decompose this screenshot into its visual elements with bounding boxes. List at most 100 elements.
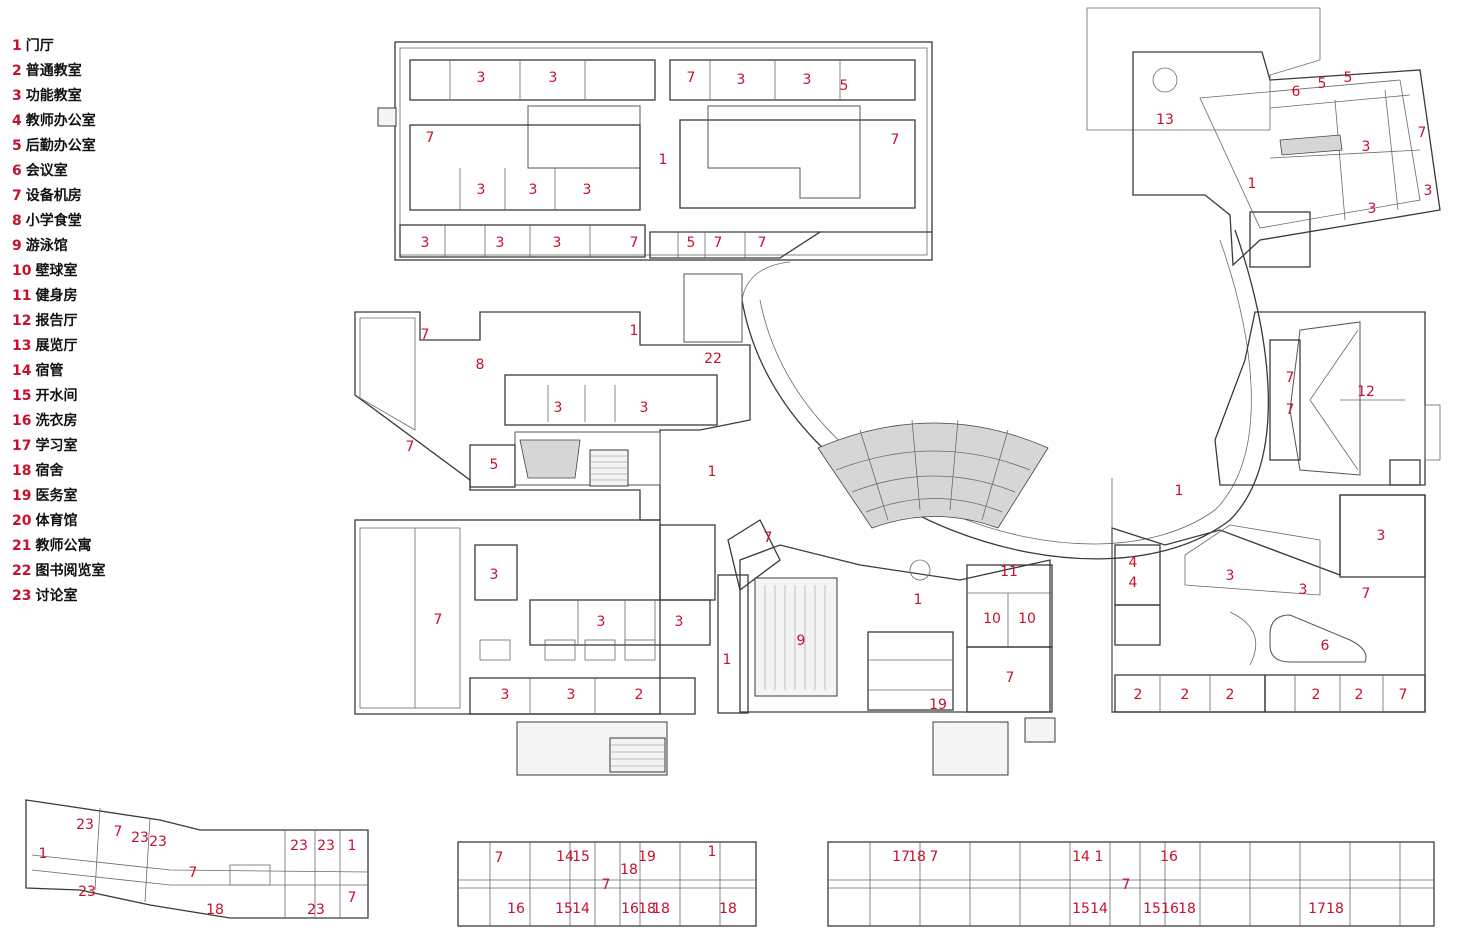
room-label: 7 — [758, 235, 767, 251]
room-label: 3 — [583, 182, 592, 198]
room-label: 1 — [914, 592, 923, 608]
room-label: 7 — [630, 235, 639, 251]
legend-label: 壁球室 — [35, 263, 78, 279]
room-label: 15 — [1143, 901, 1161, 917]
room-label: 13 — [1156, 112, 1174, 128]
legend-number: 19 — [12, 488, 32, 504]
room-label: 18 — [908, 849, 926, 865]
room-label: 3 — [501, 687, 510, 703]
room-label: 23 — [131, 830, 149, 846]
legend-number: 20 — [12, 513, 32, 529]
auditorium-block — [1214, 311, 1441, 486]
legend-number: 13 — [12, 338, 32, 354]
east-classroom-block — [1111, 478, 1426, 713]
room-label: 7 — [891, 132, 900, 148]
legend-label: 教师公寓 — [35, 538, 92, 554]
room-label: 4 — [1129, 555, 1138, 571]
room-label: 22 — [704, 351, 722, 367]
room-label: 14 — [1072, 849, 1090, 865]
legend-label: 普通教室 — [25, 63, 82, 79]
legend-number: 8 — [12, 213, 22, 229]
room-label: 5 — [1344, 70, 1353, 86]
room-label: 5 — [840, 78, 849, 94]
room-label: 18 — [620, 862, 638, 878]
west-dining-block — [354, 273, 751, 521]
room-label: 3 — [496, 235, 505, 251]
room-label: 5 — [687, 235, 696, 251]
legend-label: 开水间 — [35, 388, 78, 404]
room-label: 7 — [930, 849, 939, 865]
room-label: 7 — [1418, 125, 1427, 141]
room-label: 7 — [1006, 670, 1015, 686]
room-label: 18 — [652, 901, 670, 917]
legend-label: 宿管 — [35, 363, 64, 379]
room-label: 3 — [477, 182, 486, 198]
room-label: 15 — [572, 849, 590, 865]
room-label: 23 — [78, 884, 96, 900]
legend-number: 14 — [12, 363, 32, 379]
room-label: 3 — [1362, 139, 1371, 155]
legend-number: 6 — [12, 163, 22, 179]
room-label: 3 — [1226, 568, 1235, 584]
room-label: 18 — [1326, 901, 1344, 917]
room-label: 6 — [1321, 638, 1330, 654]
room-label: 2 — [635, 687, 644, 703]
legend-label: 学习室 — [35, 438, 78, 454]
room-label: 1 — [348, 838, 357, 854]
room-label: 16 — [507, 901, 525, 917]
room-label: 7 — [426, 130, 435, 146]
legend-number: 23 — [12, 588, 32, 604]
room-label: 14 — [556, 849, 574, 865]
legend-number: 5 — [12, 138, 22, 154]
legend-number: 4 — [12, 113, 22, 129]
room-label: 2 — [1312, 687, 1321, 703]
room-label: 2 — [1134, 687, 1143, 703]
legend-number: 9 — [12, 238, 22, 254]
dorm-block-large — [827, 841, 1435, 927]
room-label: 14 — [572, 901, 590, 917]
room-label: 9 — [797, 633, 806, 649]
room-label: 2 — [1226, 687, 1235, 703]
room-label: 3 — [1377, 528, 1386, 544]
room-label: 7 — [764, 530, 773, 546]
room-label: 7 — [348, 890, 357, 906]
room-label: 7 — [687, 70, 696, 86]
room-label: 3 — [675, 614, 684, 630]
room-label: 7 — [1399, 687, 1408, 703]
room-label: 18 — [1178, 901, 1196, 917]
room-label: 2 — [1355, 687, 1364, 703]
room-label: 1 — [723, 652, 732, 668]
room-label: 16 — [1160, 849, 1178, 865]
southwest-block — [354, 519, 781, 776]
legend-label: 设备机房 — [25, 188, 82, 204]
room-label: 12 — [1357, 384, 1375, 400]
room-label: 1 — [630, 323, 639, 339]
room-label: 3 — [1299, 582, 1308, 598]
room-label: 7 — [189, 865, 198, 881]
pool-block — [739, 544, 1056, 776]
room-label: 3 — [640, 400, 649, 416]
room-label: 23 — [317, 838, 335, 854]
room-label: 5 — [490, 457, 499, 473]
room-label: 2 — [1181, 687, 1190, 703]
legend-label: 游泳馆 — [25, 238, 68, 254]
legend-label: 宿舍 — [35, 463, 64, 479]
legend-label: 讨论室 — [35, 588, 78, 604]
legend-label: 功能教室 — [25, 88, 82, 104]
legend-label: 展览厅 — [35, 338, 78, 354]
legend-number: 1 — [12, 38, 22, 54]
teacher-apartment-block — [25, 799, 369, 919]
legend-label: 小学食堂 — [25, 213, 82, 229]
